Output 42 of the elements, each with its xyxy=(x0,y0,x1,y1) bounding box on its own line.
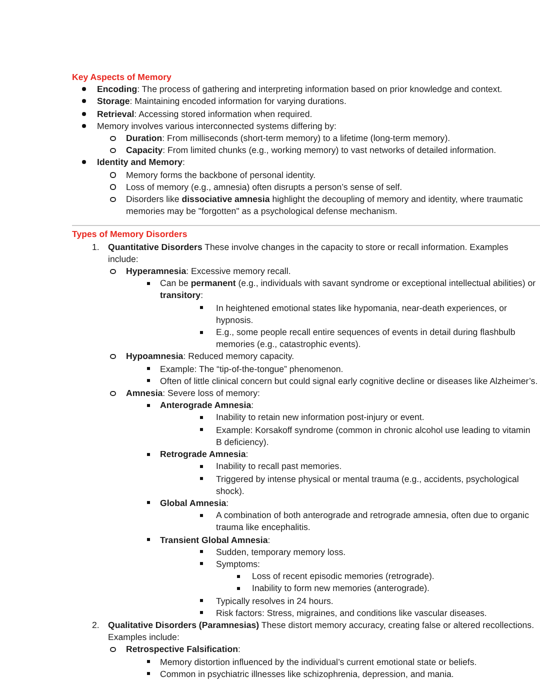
list-number: 2. xyxy=(92,618,100,632)
list-item-text: Common in psychiatric illnesses like schizophrenia, depression, and mania. xyxy=(160,668,455,680)
list-item-text: Qualitative Disorders (Paramnesias) These distort memory accuracy, creating false or altered recollections. Examples include: xyxy=(108,618,536,644)
list-item-text: Quantitative Disorders These involve changes in the capacity to store or recall information. Examples include: xyxy=(108,240,510,266)
list-item-text: A combination of both anterograde and retrograde amnesia, often due to organic trauma like encephalitis. xyxy=(216,509,530,534)
list-item-text: Can be permanent (e.g., individuals with savant syndrome or exceptional intellectual abilities) or transitory: xyxy=(160,277,537,302)
list-item-text: Sudden, temporary memory loss. xyxy=(216,546,347,558)
list-item-text: Identity and Memory: xyxy=(97,156,186,169)
list-item-text: Disorders like dissociative amnesia highlight the decoupling of memory and identity, where traumatic memories may be "forgotten" as a psychological defense mechanism. xyxy=(126,193,524,218)
section-heading: Types of Memory Disorders xyxy=(72,228,188,241)
list-item-text: E.g., some people recall entire sequences of events in detail during flashbulb memories (e.g., catastrophic events). xyxy=(216,326,516,350)
list-item-text: Capacity: From limited chunks (e.g., working memory) to vast networks of detailed information. xyxy=(126,144,498,156)
list-item-text: Risk factors: Stress, migraines, and conditions like vascular diseases. xyxy=(216,606,488,619)
list-item-text: Symptoms: xyxy=(216,558,261,570)
list-item-text: Hyperamnesia: Excessive memory recall. xyxy=(126,265,292,278)
list-item-text: Loss of memory (e.g., amnesia) often disrupts a person’s sense of self. xyxy=(126,180,404,194)
list-number: 1. xyxy=(92,240,100,253)
list-item-text: Duration: From milliseconds (short-term memory) to a lifetime (long-term memory). xyxy=(126,132,452,144)
list-item-text: Memory involves various interconnected systems differing by: xyxy=(97,120,338,132)
list-item-text: Example: The “tip-of-the-tongue” phenomenon. xyxy=(160,362,344,375)
list-item-text: Transient Global Amnesia: xyxy=(160,534,272,546)
list-item-text: Hypoamnesia: Reduced memory capacity. xyxy=(126,350,296,363)
list-item-text: In heightened emotional states like hypomania, near-death experiences, or hypnosis. xyxy=(216,302,508,326)
list-item-text: Memory forms the backbone of personal identity. xyxy=(126,168,317,181)
list-item-text: Often of little clinical concern but could signal early cognitive decline or diseases like Alzheimer’s. xyxy=(160,374,538,388)
list-item-text: Inability to recall past memories. xyxy=(216,460,343,472)
list-item-text: Loss of recent episodic memories (retrograde). xyxy=(252,570,436,582)
list-item-text: Memory distortion influenced by the individual’s current emotional state or beliefs. xyxy=(160,656,478,668)
list-item-text: Anterograde Amnesia: xyxy=(160,399,255,412)
list-item-text: Storage: Maintaining encoded information for varying durations. xyxy=(97,95,348,108)
list-item-text: Typically resolves in 24 hours. xyxy=(216,594,334,607)
list-item-text: Retrieval: Accessing stored information when required. xyxy=(97,108,314,120)
list-item-text: Triggered by intense physical or mental trauma (e.g., accidents, psychological shock). xyxy=(216,472,520,497)
list-item-text: Retrospective Falsification: xyxy=(126,643,242,656)
list-item-text: Amnesia: Severe loss of memory: xyxy=(126,387,261,400)
list-item-text: Global Amnesia: xyxy=(160,496,230,510)
list-item-text: Retrograde Amnesia: xyxy=(160,448,250,460)
list-item-text: Inability to retain new information post-injury or event. xyxy=(216,411,426,424)
list-item-text: Example: Korsakoff syndrome (common in chronic alcohol use leading to vitamin B deficiency). xyxy=(216,424,532,448)
list-item-text: Inability to form new memories (anterograde). xyxy=(252,582,430,595)
list-item-text: Encoding: The process of gathering and interpreting information based on prior knowledge and context. xyxy=(97,83,504,96)
section-heading: Key Aspects of Memory xyxy=(72,71,172,84)
